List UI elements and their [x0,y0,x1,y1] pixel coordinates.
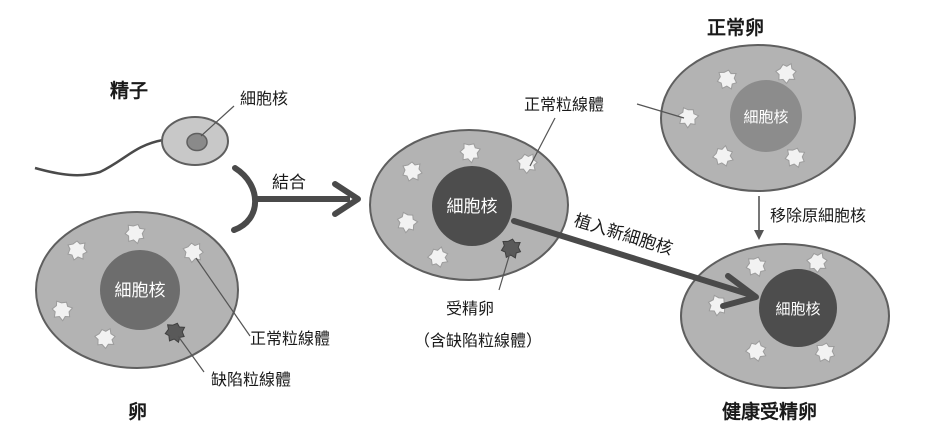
sperm-nucleus [186,132,208,152]
healthy-fertilized-egg: 細胞核 健康受精卵 [680,243,890,423]
transfer-shaft [511,218,751,297]
fertilized-egg-label: 受精卵 [446,299,494,318]
fertilized-defective-mito-leader [498,252,511,291]
fertilized-nucleus-label: 細胞核 [447,197,498,217]
combine-bracket [231,165,259,233]
remove-nucleus-arrow: 移除原細胞核 [754,196,866,240]
normal-mito-leader [195,257,251,337]
sperm-title: 精子 [110,79,148,102]
sperm: 精子 細胞核 [34,79,288,177]
fertilized-nucleus [432,166,512,246]
transfer-arrowhead [720,273,759,309]
fertilized-egg: 細胞核 正常粒線體 受精卵 （含缺陷粒線體） [369,95,604,350]
defective-mito-leader [177,335,205,373]
sperm-nucleus-label: 細胞核 [240,89,288,108]
healthy-title: 健康受精卵 [722,400,817,423]
sperm-nucleus-leader [200,105,235,137]
normal-egg-nucleus-label: 細胞核 [743,108,788,126]
combine-arrow: 結合 [231,165,361,233]
fertilized-normal-mito-leader [529,117,556,167]
normal-egg-nucleus [730,80,802,152]
sperm-tail [34,138,164,177]
egg-nucleus [100,250,180,330]
combine-label: 結合 [272,173,306,193]
normal-mito-label: 正常粒線體 [250,329,330,348]
remove-nucleus-label: 移除原細胞核 [770,206,866,225]
remove-arrowhead [754,230,764,240]
healthy-nucleus-label: 細胞核 [775,300,820,318]
fertilized-normal-mito-label: 正常粒線體 [524,95,604,114]
egg-cell: 細胞核 正常粒線體 缺陷粒線體 卵 [35,211,330,423]
egg-title: 卵 [128,400,147,423]
combine-arrowhead [332,181,361,217]
fertilized-egg-note: （含缺陷粒線體） [414,331,542,350]
defective-mito-label: 缺陷粒線體 [211,370,291,389]
normal-egg: 細胞核 正常卵 [636,16,856,192]
healthy-nucleus [759,269,837,347]
normal-egg-title: 正常卵 [707,16,764,39]
normal-egg-mito-leader [636,103,685,119]
egg-nucleus-label: 細胞核 [115,281,166,301]
